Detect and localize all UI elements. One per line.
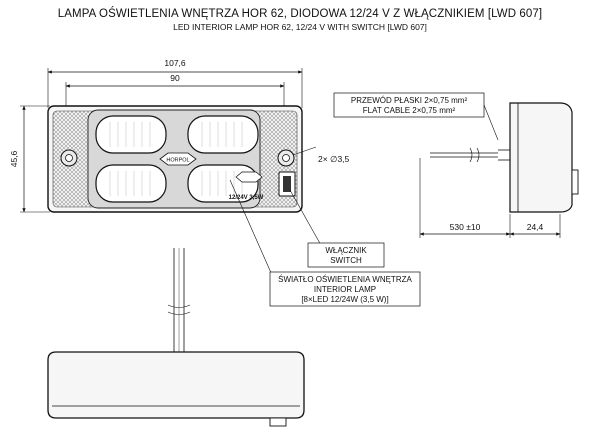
- brand-badge: HORPOL: [159, 152, 197, 166]
- title-en: LED INTERIOR LAMP HOR 62, 12/24 V WITH S…: [173, 22, 427, 32]
- dim-inner-width: 90: [170, 73, 180, 83]
- switch-rocker: [283, 176, 291, 192]
- leader-holes: [292, 146, 317, 156]
- cable-label-box: [333, 92, 485, 118]
- front-view: 107,6 90 45,6: [9, 58, 350, 213]
- side-view: 530 ±10 24,4: [419, 102, 579, 238]
- dim-holes: 2× ∅3,5: [318, 154, 350, 164]
- dim-height: 45,6: [9, 150, 19, 167]
- dim-cable-length: 530 ±10: [450, 222, 481, 232]
- bottom-body: [47, 351, 305, 419]
- lamp-label-en: INTERIOR LAMP: [314, 285, 376, 294]
- side-switch: [571, 169, 579, 195]
- switch-label-pl: WŁĄCZNIK: [325, 246, 367, 255]
- mounting-hole-left: [60, 149, 78, 167]
- dim-depth: 24,4: [527, 222, 544, 232]
- cable-label-pl: PRZEWÓD PŁASKI 2×0,75 mm²: [351, 96, 468, 105]
- title-pl: LAMPA OŚWIETLENIA WNĘTRZA HOR 62, DIODOW…: [57, 8, 543, 20]
- lamp-label-box: [269, 271, 421, 307]
- switch-label-box: [307, 242, 385, 268]
- lamp-label-pl: ŚWIATŁO OŚWIETLENIA WNĘTRZA: [278, 275, 412, 284]
- switch-label-en: SWITCH: [330, 256, 362, 265]
- small-badge: [235, 171, 263, 183]
- bottom-view: [47, 248, 305, 427]
- lamp-label-spec: [8×LED 12/24W (3,5 W)]: [301, 295, 388, 304]
- mounting-hole-right: [277, 149, 295, 167]
- callouts: WŁĄCZNIK SWITCH ŚWIATŁO OŚWIETLENIA WNĘT…: [229, 92, 499, 307]
- side-body: [509, 102, 573, 213]
- bottom-switch: [269, 417, 287, 427]
- led-cells: [95, 115, 259, 203]
- led-cell-1: [95, 115, 167, 154]
- dim-total-width: 107,6: [164, 58, 186, 68]
- led-cell-2: [187, 115, 259, 154]
- led-cell-3: [95, 164, 167, 203]
- voltage-mark: 12/24V 3,5W: [229, 195, 264, 201]
- cable-label-en: FLAT CABLE 2×0,75 mm²: [363, 106, 456, 115]
- brand-mark: HORPOL: [166, 158, 189, 164]
